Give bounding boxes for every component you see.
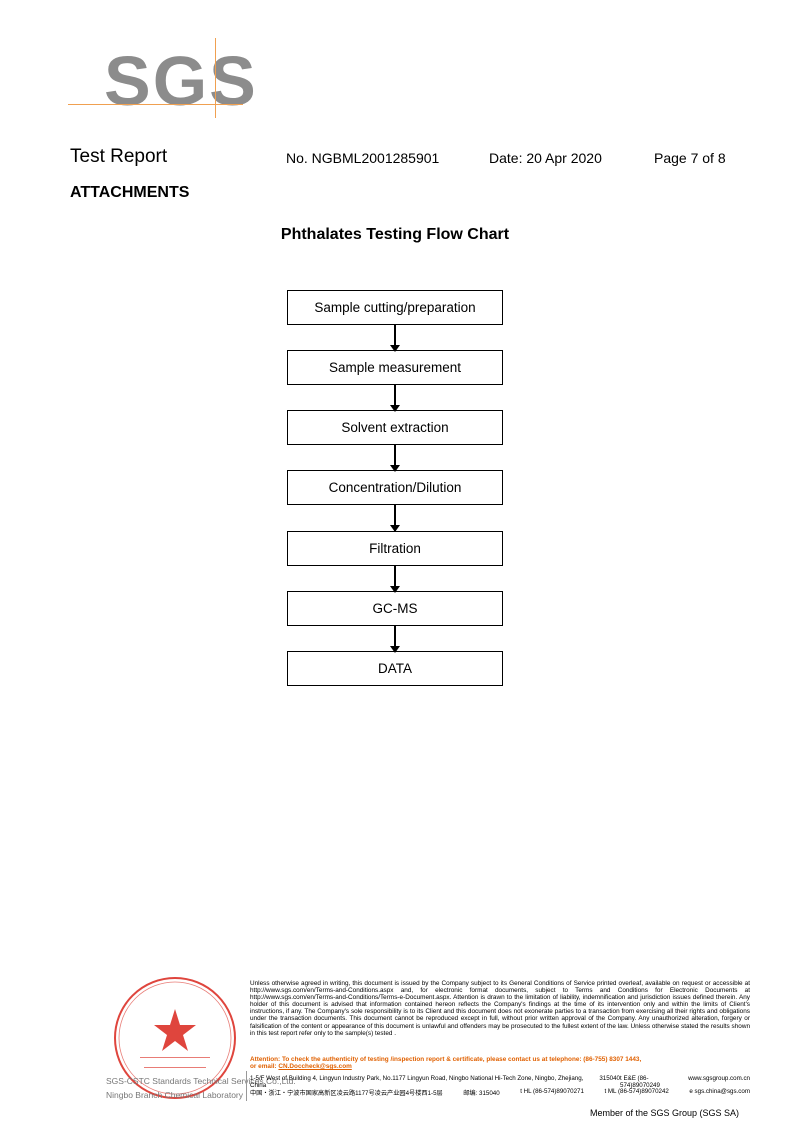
report-number: No. NGBML2001285901 (286, 150, 440, 166)
lab-name-line-2: Ningbo Branch Chemical Laboratory (106, 1090, 244, 1100)
inspection-seal-icon (114, 977, 236, 1099)
address-english: 1-5/F West of Building 4, Lingyun Indust… (250, 1075, 584, 1089)
website-link[interactable]: www.sgsgroup.com.cn (688, 1075, 750, 1082)
logo-text: SGS (104, 42, 258, 120)
authenticity-email-line: or email: CN.Doccheck@sgs.com (250, 1063, 750, 1070)
email-prefix: or email: (250, 1063, 279, 1071)
legal-disclaimer: Unless otherwise agreed in writing, this… (250, 980, 750, 1037)
flow-step-3: Solvent extraction (287, 410, 503, 445)
zip-chinese: 邮编: 315040 (463, 1090, 500, 1097)
flow-arrow (390, 566, 400, 593)
sgs-logo: SGS (68, 38, 256, 118)
flow-arrow (390, 626, 400, 653)
flow-step-7: DATA (287, 651, 503, 686)
phone-ml: t ML (86-574)89070242 (604, 1088, 669, 1095)
flow-arrow (390, 445, 400, 472)
email-link[interactable]: e sgs.china@sgs.com (689, 1088, 750, 1095)
flow-chart-title: Phthalates Testing Flow Chart (280, 226, 510, 243)
flow-step-1: Sample cutting/preparation (287, 290, 503, 325)
address-row-english: 1-5/F West of Building 4, Lingyun Indust… (250, 1075, 750, 1089)
flow-arrow (390, 505, 400, 532)
phone-ee: t E&E (86-574)89070249 (620, 1075, 660, 1089)
logo-vertical-rule (215, 38, 216, 118)
phone-hl: t HL (86-574)89070271 (520, 1088, 584, 1095)
flow-arrow (390, 325, 400, 352)
lab-name-line-1: SGS-CSTC Standards Technical Services Co… (106, 1076, 296, 1086)
member-statement: Member of the SGS Group (SGS SA) (590, 1108, 740, 1118)
address-row-chinese: 中国・浙江・宁波市国家高新区凌云路1177号凌云产业园4号楼西1-5层 邮编: … (250, 1088, 750, 1097)
flow-step-6: GC-MS (287, 591, 503, 626)
footer-divider (246, 1071, 247, 1101)
flow-step-4: Concentration/Dilution (287, 470, 503, 505)
authenticity-text: Attention: To check the authenticity of … (250, 1056, 642, 1063)
authenticity-notice: Attention: To check the authenticity of … (250, 1056, 750, 1070)
zip-english: 315040 (599, 1075, 620, 1082)
flow-step-2: Sample measurement (287, 350, 503, 385)
page-indicator: Page 7 of 8 (654, 150, 726, 166)
doccheck-email-link[interactable]: CN.Doccheck@sgs.com (278, 1063, 352, 1071)
logo-horizontal-rule (68, 104, 243, 105)
address-chinese: 中国・浙江・宁波市国家高新区凌云路1177号凌云产业园4号楼西1-5层 (250, 1090, 443, 1097)
report-date: Date: 20 Apr 2020 (489, 150, 602, 166)
flow-step-5: Filtration (287, 531, 503, 566)
report-title: Test Report (70, 146, 168, 167)
section-heading: ATTACHMENTS (70, 184, 190, 201)
flow-arrow (390, 385, 400, 412)
